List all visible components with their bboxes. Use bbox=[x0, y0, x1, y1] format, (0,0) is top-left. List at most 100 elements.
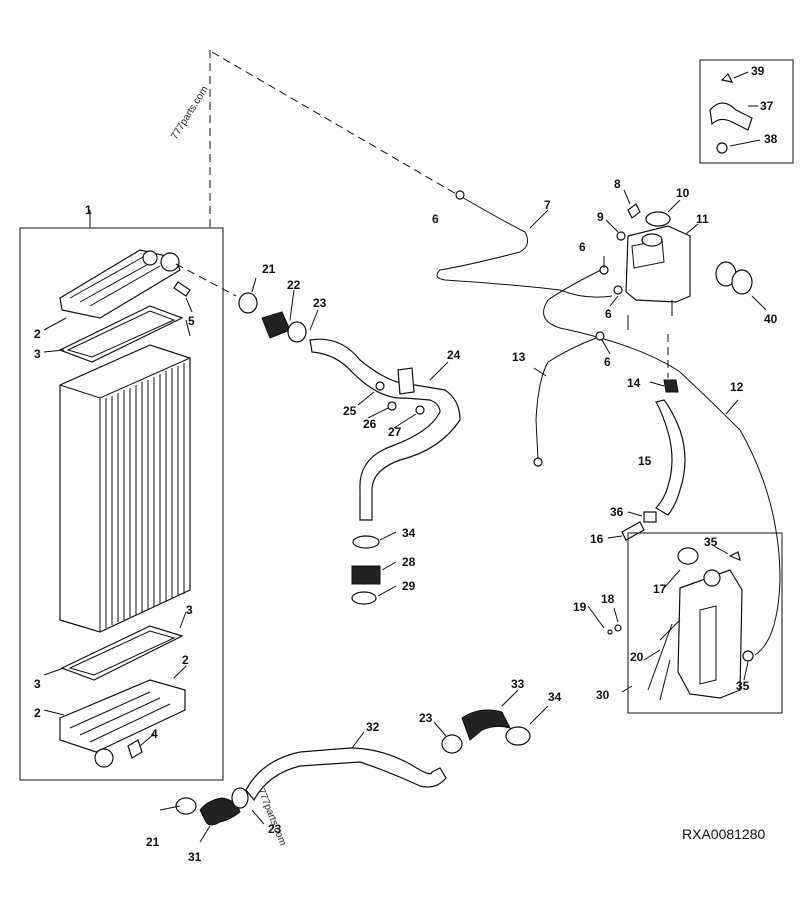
clamp-34-lower bbox=[505, 726, 531, 746]
callout-34: 34 bbox=[402, 526, 416, 540]
bolt-39 bbox=[720, 72, 734, 83]
clamp-21-upper bbox=[238, 292, 258, 314]
screw-8 bbox=[627, 203, 641, 219]
callout-23-repeat-a: 23 bbox=[419, 711, 433, 725]
washer-18 bbox=[614, 624, 622, 632]
callout-16: 16 bbox=[590, 532, 604, 546]
radiator-core bbox=[59, 344, 191, 633]
callout-2: 2 bbox=[34, 327, 41, 341]
callout-4: 4 bbox=[151, 727, 158, 741]
radiator-top-tank bbox=[59, 249, 181, 319]
hose-22 bbox=[261, 311, 291, 339]
recovery-tank bbox=[677, 569, 743, 699]
nut-38 bbox=[716, 142, 728, 154]
callout-1: 1 bbox=[85, 203, 92, 217]
callout-2-repeat: 2 bbox=[182, 653, 189, 667]
cap-17 bbox=[677, 547, 699, 565]
hose-15 bbox=[655, 399, 686, 516]
callout-5: 5 bbox=[188, 314, 195, 328]
callout-21-repeat: 21 bbox=[146, 835, 160, 849]
callout-19: 19 bbox=[573, 600, 587, 614]
hose-13 bbox=[535, 337, 597, 461]
screw-35-right bbox=[742, 650, 754, 662]
hose-7 bbox=[436, 195, 613, 298]
callout-3: 3 bbox=[34, 347, 41, 361]
hose-32 bbox=[245, 747, 447, 802]
callout-27: 27 bbox=[388, 425, 402, 439]
screw-35-top bbox=[728, 551, 741, 561]
hose-33 bbox=[461, 709, 511, 741]
callout-23: 23 bbox=[313, 296, 327, 310]
hose-12 bbox=[543, 267, 781, 656]
clip-kit-frame bbox=[699, 59, 794, 164]
screw-19 bbox=[607, 629, 613, 635]
clip-40 bbox=[715, 261, 753, 295]
callout-6-repeat-a: 6 bbox=[579, 240, 586, 254]
callout-23-repeat-b: 23 bbox=[268, 822, 282, 836]
callout-26: 26 bbox=[363, 417, 377, 431]
drain-fitting bbox=[127, 739, 143, 759]
callout-33: 33 bbox=[511, 677, 525, 691]
fitting-5 bbox=[173, 281, 191, 297]
clamp-34-upper bbox=[352, 535, 380, 549]
callout-20: 20 bbox=[630, 650, 644, 664]
gasket-top bbox=[58, 305, 184, 363]
callout-35-repeat: 35 bbox=[736, 679, 750, 693]
callout-9: 9 bbox=[597, 210, 604, 224]
radiator-assembly-frame bbox=[19, 227, 224, 781]
hose-31 bbox=[199, 797, 241, 826]
callout-3-repeat-b: 3 bbox=[34, 677, 41, 691]
callout-18: 18 bbox=[601, 592, 615, 606]
hose-28 bbox=[351, 565, 381, 585]
watermark-top: 777parts.com bbox=[169, 84, 210, 141]
callout-39: 39 bbox=[751, 64, 765, 78]
hose-24 bbox=[309, 338, 461, 521]
radiator-bottom-tank bbox=[59, 679, 186, 768]
gasket-bottom bbox=[60, 625, 184, 681]
callout-17: 17 bbox=[653, 582, 667, 596]
callout-40: 40 bbox=[764, 312, 778, 326]
callout-6-repeat-c: 6 bbox=[604, 355, 611, 369]
callout-3-repeat-a: 3 bbox=[186, 603, 193, 617]
callout-35: 35 bbox=[704, 535, 718, 549]
callout-14: 14 bbox=[627, 376, 641, 390]
clamp-21-lower bbox=[175, 797, 197, 815]
callout-32: 32 bbox=[366, 720, 380, 734]
callout-36: 36 bbox=[610, 505, 624, 519]
callout-10: 10 bbox=[676, 186, 690, 200]
callout-13: 13 bbox=[512, 350, 526, 364]
callout-15: 15 bbox=[638, 454, 652, 468]
nut-9 bbox=[616, 231, 626, 241]
clamp-36 bbox=[643, 511, 657, 523]
cap-10 bbox=[645, 211, 671, 227]
clamp-14 bbox=[663, 379, 679, 393]
clamp-23-lower bbox=[231, 787, 249, 809]
watermark-bottom: 777parts.com bbox=[255, 787, 288, 847]
clamp-23-mid bbox=[441, 734, 463, 754]
callout-38: 38 bbox=[764, 132, 778, 146]
clamp-29 bbox=[351, 591, 377, 605]
callout-37: 37 bbox=[760, 99, 774, 113]
callout-2-repeat-b: 2 bbox=[34, 706, 41, 720]
callout-25: 25 bbox=[343, 404, 357, 418]
recovery-tank-frame bbox=[627, 532, 783, 714]
callout-7: 7 bbox=[544, 198, 551, 212]
callout-12: 12 bbox=[730, 380, 744, 394]
coolant-tank-11 bbox=[625, 225, 691, 303]
callout-34-repeat: 34 bbox=[548, 690, 562, 704]
callout-30: 30 bbox=[596, 688, 610, 702]
callout-22: 22 bbox=[287, 278, 301, 292]
clamp-23-upper bbox=[287, 321, 307, 343]
callout-6-repeat-b: 6 bbox=[605, 307, 612, 321]
callout-21: 21 bbox=[262, 262, 276, 276]
callout-31: 31 bbox=[188, 850, 202, 864]
reference-code: RXA0081280 bbox=[682, 826, 766, 842]
fitting-16 bbox=[621, 521, 645, 541]
callout-11: 11 bbox=[696, 212, 709, 226]
callout-29: 29 bbox=[402, 579, 416, 593]
callout-28: 28 bbox=[402, 555, 416, 569]
callout-8: 8 bbox=[614, 177, 621, 191]
callout-6: 6 bbox=[432, 212, 439, 226]
callout-24: 24 bbox=[447, 348, 461, 362]
